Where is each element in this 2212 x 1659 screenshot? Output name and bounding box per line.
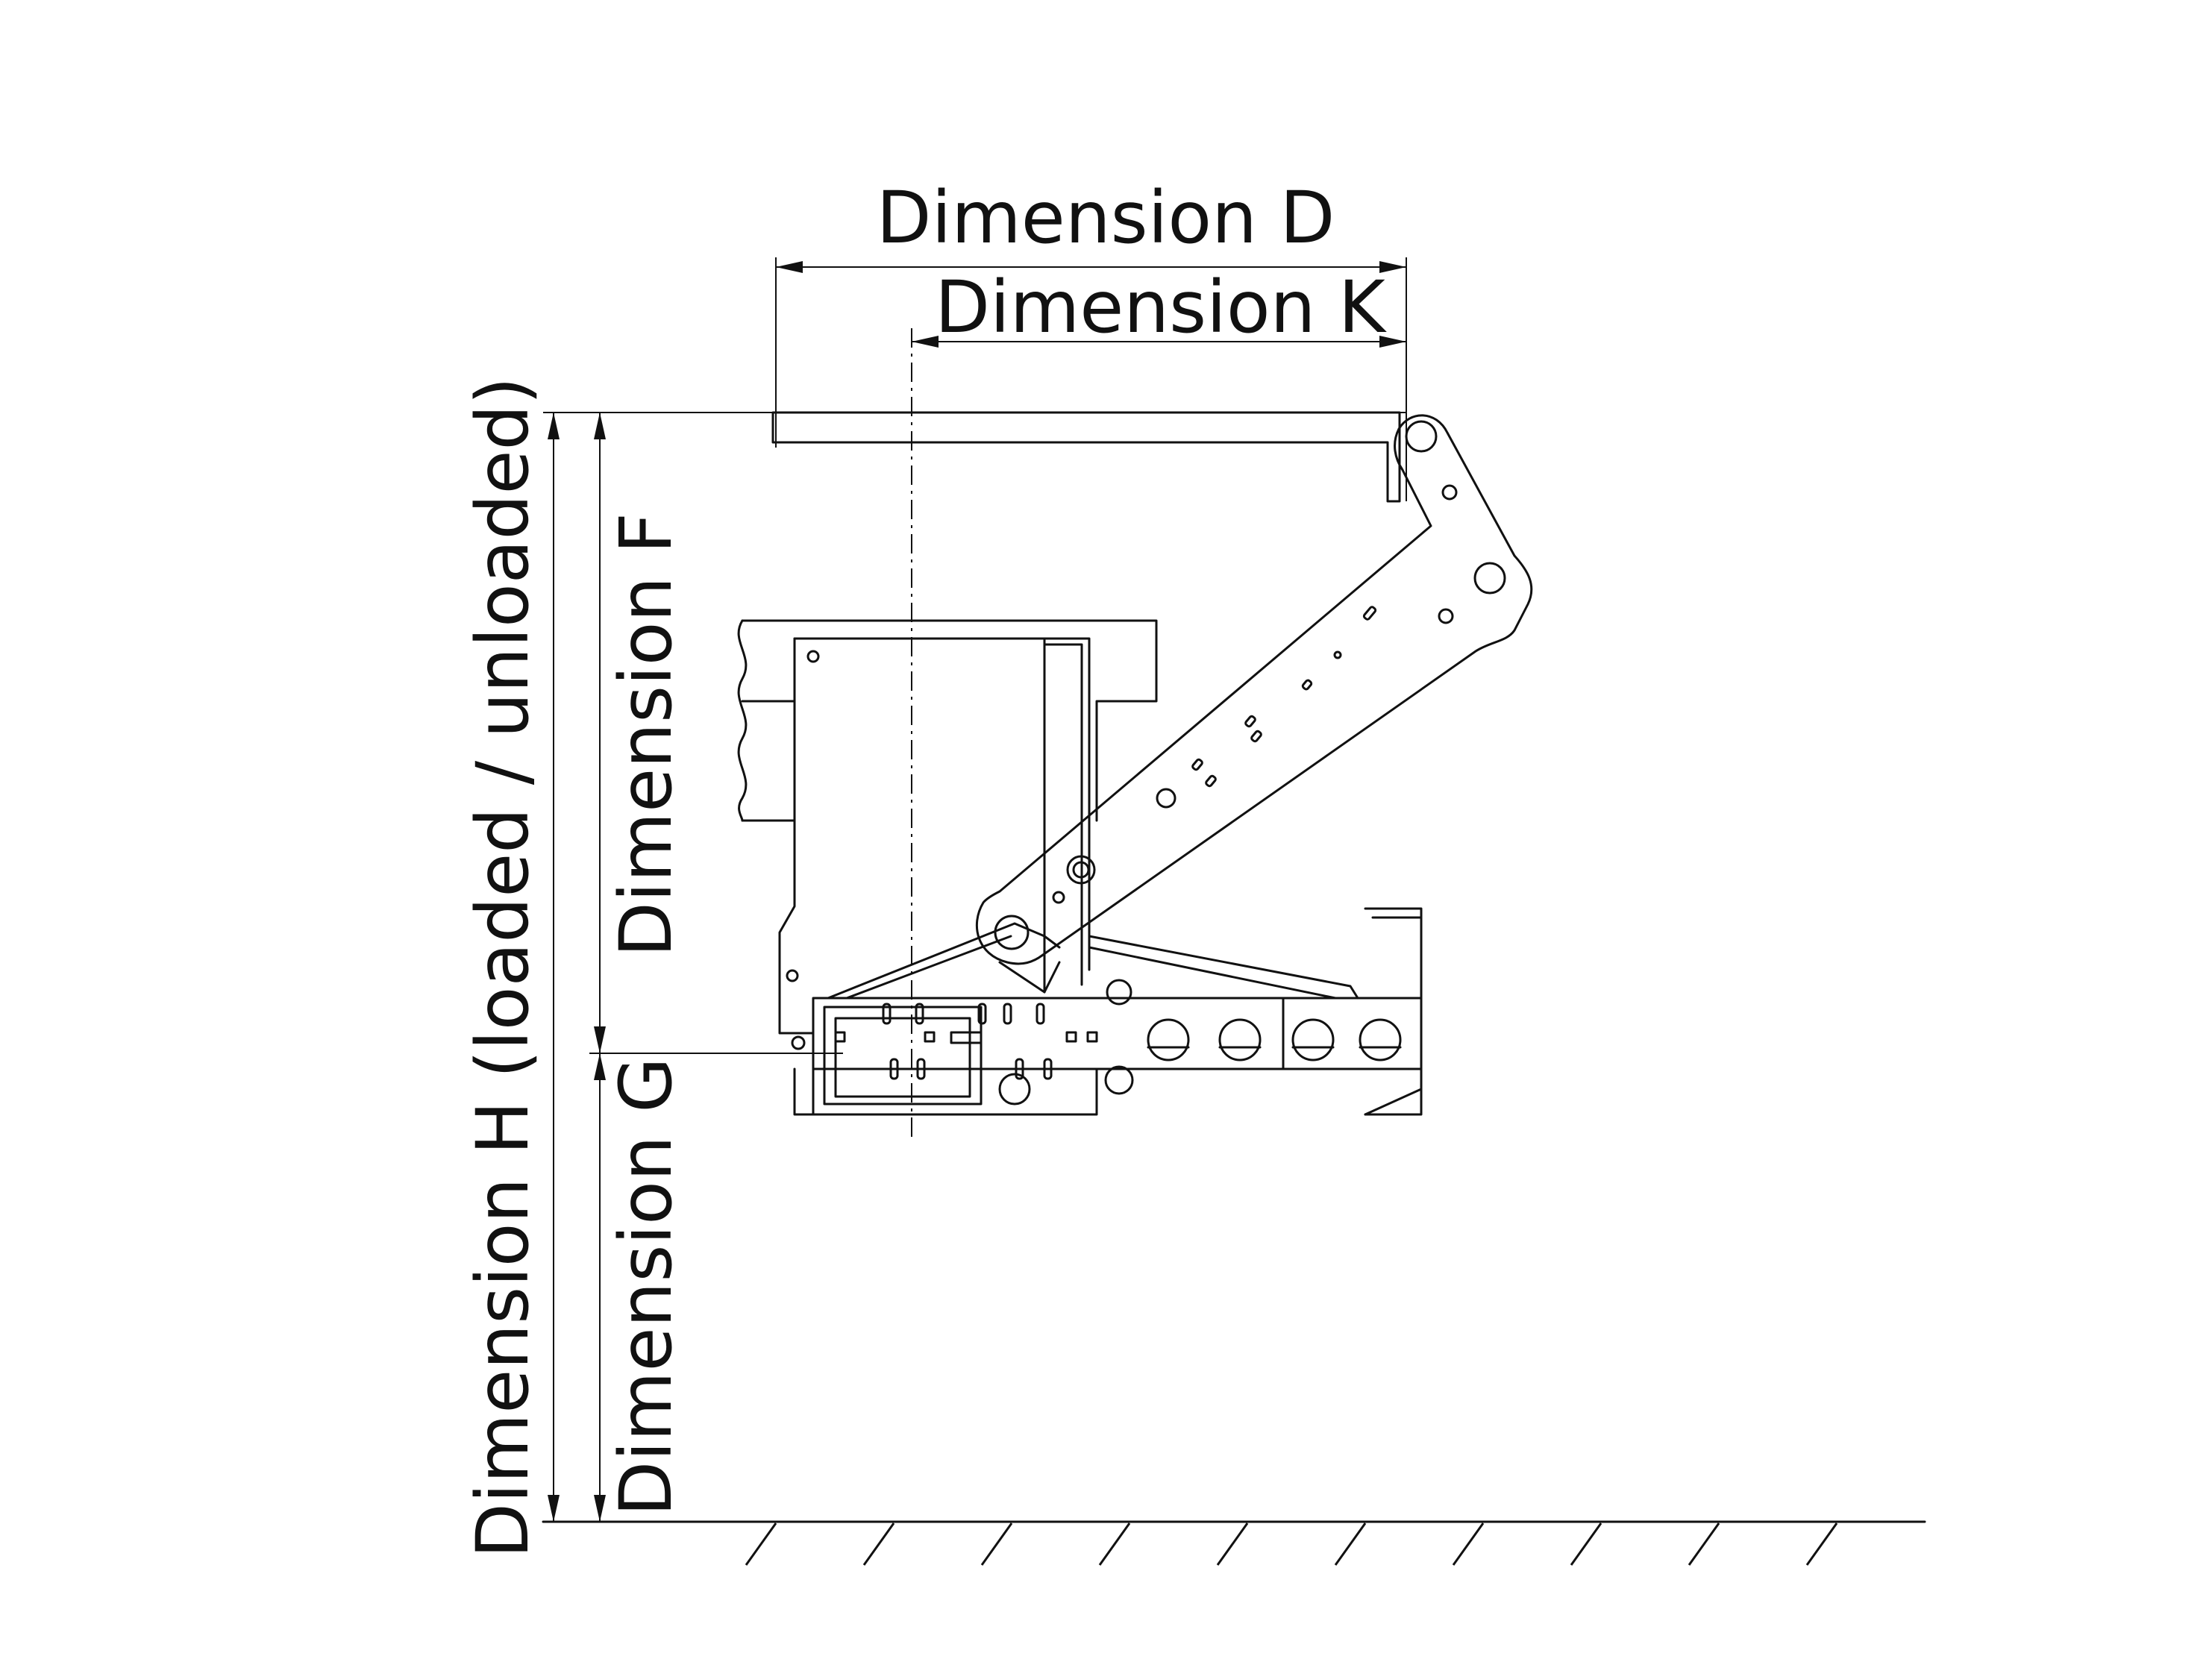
floor [542,1520,1926,1566]
dimension-g-line [594,1053,606,1522]
lift-arm [976,414,1533,994]
dimension-f-line [589,413,843,1054]
dimension-h-label: Dimension H (loaded / unloaded) [461,377,545,1558]
dimension-g-label: Dimension G [604,1057,688,1516]
dimension-d-line [775,257,1407,501]
support-strut [827,922,1359,1000]
dimension-k-line [912,336,1406,348]
dimension-f-label: Dimension F [604,512,688,957]
dimension-k-label: Dimension K [935,266,1387,349]
cabinet-body [737,619,1158,1035]
lid-panel [771,411,1401,503]
dimension-d-label: Dimension D [877,176,1335,260]
base-rail [791,907,1423,1116]
